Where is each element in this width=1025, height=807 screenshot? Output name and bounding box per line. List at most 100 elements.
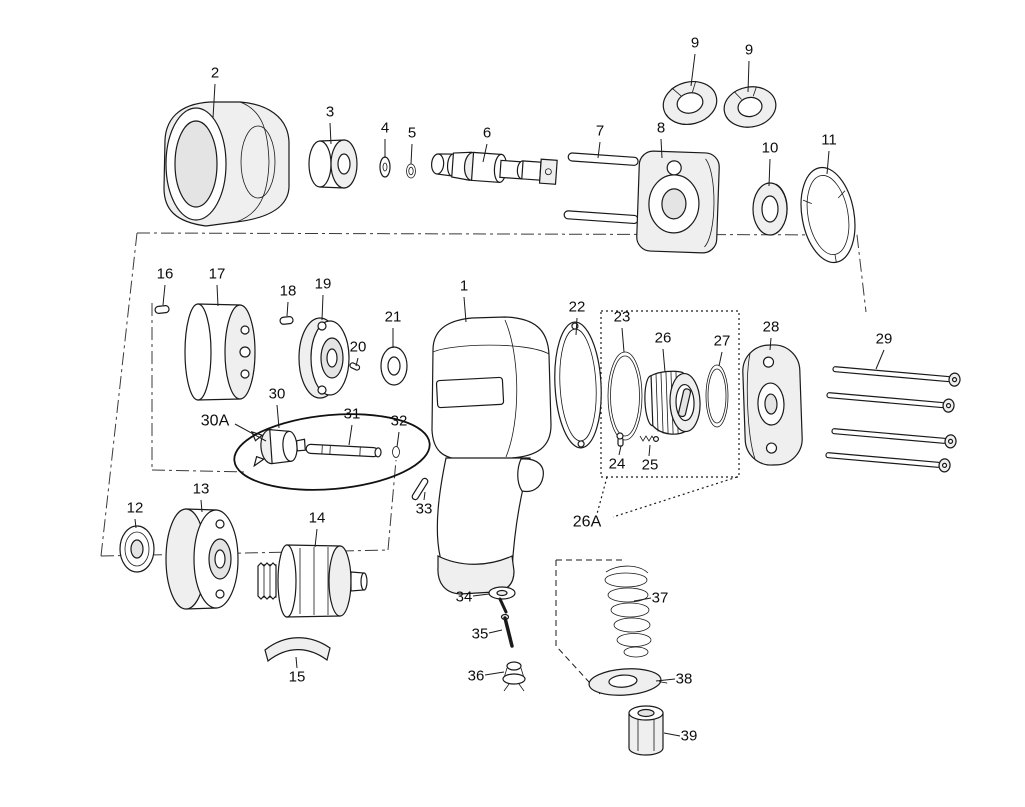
leader-line [329, 122, 332, 145]
part-label-9: 9 [691, 35, 699, 52]
part-33-pin [411, 477, 429, 501]
part-11-gasket [800, 166, 856, 264]
part-label-3: 3 [326, 104, 334, 121]
part-22-gasket [554, 321, 602, 449]
part-28-back-cap [742, 344, 803, 466]
part-label-30: 30 [269, 386, 286, 403]
part-label-9: 9 [745, 42, 753, 59]
part-4-washer [379, 156, 391, 178]
part-10-washer [752, 182, 788, 236]
subassembly-box-inlet [555, 559, 625, 695]
leader-line [348, 424, 353, 446]
leader-line [618, 445, 622, 456]
part-label-31: 31 [344, 406, 361, 423]
part-label-2: 2 [211, 65, 219, 82]
part-label-37: 37 [652, 590, 669, 607]
group-30a-ellipse [233, 413, 431, 491]
leader-line [662, 348, 666, 373]
part-26-regulator [644, 370, 701, 435]
part-3-bushing [308, 139, 358, 189]
leader-lines [134, 53, 885, 737]
part-30-reverse-valve [250, 429, 306, 468]
part-label-23: 23 [614, 309, 631, 326]
part-label-18: 18 [280, 283, 297, 300]
leader-line [747, 60, 750, 93]
leader-line [875, 349, 885, 370]
part-label-16: 16 [157, 266, 174, 283]
part-20-pin [349, 362, 361, 371]
part-12-bearing [119, 525, 155, 573]
leader-line [321, 294, 324, 321]
leader-line [655, 678, 676, 682]
part-13-end-plate [165, 508, 239, 610]
part-15-vane [264, 637, 331, 663]
leader-line [488, 629, 503, 634]
leader-line [276, 404, 280, 429]
part-27-oring [705, 364, 729, 428]
part-21-bearing [380, 346, 408, 386]
leader-line [212, 83, 216, 119]
leader-line [355, 357, 359, 367]
part-9-hammer-b [723, 86, 777, 128]
part-39-inlet-bushing [628, 705, 664, 756]
leader-line [769, 337, 772, 351]
leader-line [314, 528, 318, 548]
part-label-32: 32 [391, 413, 408, 430]
part-32-oring [392, 446, 400, 458]
part-18-pin [279, 316, 294, 325]
leader-line [216, 284, 219, 307]
part-35-valve-stem [500, 613, 514, 648]
part-37-spring [604, 565, 652, 658]
leader-line [826, 150, 830, 175]
leader-line [410, 143, 413, 165]
part-34-valve [488, 586, 516, 614]
part-label-6: 6 [483, 125, 491, 142]
part-1-housing [431, 316, 552, 595]
part-7-pins [563, 152, 639, 225]
part-17-cylinder [184, 303, 256, 401]
leader-line [648, 444, 651, 457]
part-25-detent-spring [639, 435, 659, 443]
leader-line [234, 423, 267, 442]
leader-line [295, 656, 298, 669]
leader-line [768, 158, 771, 187]
leader-line [663, 732, 681, 737]
part-label-34: 34 [456, 589, 473, 606]
part-label-33: 33 [416, 501, 433, 518]
part-label-5: 5 [408, 125, 416, 142]
part-label-13: 13 [193, 481, 210, 498]
part-label-36: 36 [468, 668, 485, 685]
leader-line [482, 143, 488, 163]
leader-line [472, 593, 490, 597]
part-38-inlet-flange [588, 668, 668, 696]
leader-line [690, 53, 696, 87]
part-label-7: 7 [596, 123, 604, 140]
leader-line [597, 141, 601, 159]
part-19-end-plate [298, 317, 350, 399]
leader-line [134, 518, 137, 529]
part-23-oring [607, 351, 643, 441]
part-14-rotor [257, 544, 368, 618]
part-label-39: 39 [681, 728, 698, 745]
part-label-26A: 26A [573, 514, 602, 531]
part-16-pin [154, 305, 170, 314]
leader-line [286, 301, 289, 317]
part-label-24: 24 [609, 456, 626, 473]
leader-line [200, 499, 203, 513]
leader-line [463, 296, 467, 323]
part-5-oring [406, 163, 416, 179]
leader-line [396, 431, 400, 448]
leader-line [423, 491, 426, 501]
part-label-22: 22 [569, 299, 586, 316]
part-label-20: 20 [350, 339, 367, 356]
part-label-28: 28 [763, 319, 780, 336]
part-label-14: 14 [309, 510, 326, 527]
part-36-valve-seat [502, 661, 526, 692]
part-31-valve-stem [305, 443, 382, 458]
part-label-11: 11 [821, 132, 837, 149]
part-24-screw [616, 432, 624, 447]
leader-line [575, 317, 578, 336]
leader-line [660, 138, 663, 159]
